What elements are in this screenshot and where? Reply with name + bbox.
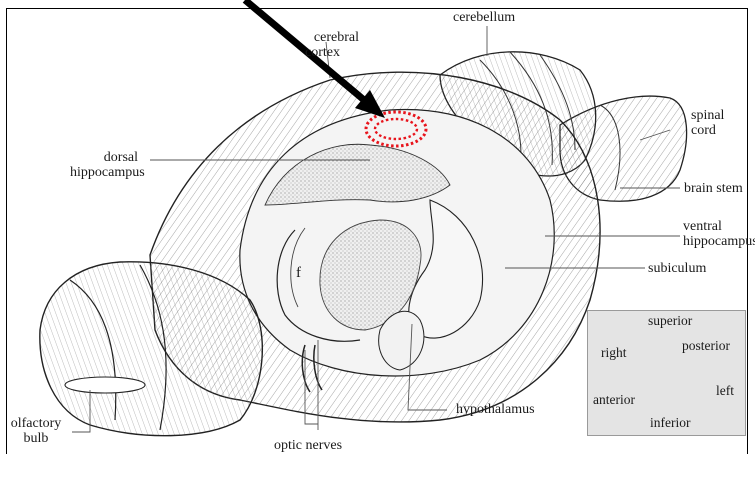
orientation-legend: superior right posterior anterior left i…	[587, 310, 746, 436]
label-cord-line: cord	[691, 123, 724, 138]
label-fornix: f	[296, 266, 301, 281]
legend-superior: superior	[648, 313, 692, 328]
label-spinal-line: spinal	[691, 108, 724, 123]
legend-anterior: anterior	[593, 392, 635, 407]
label-brain-stem: brain stem	[684, 181, 743, 196]
label-olfactory-line: olfactory	[6, 416, 66, 431]
label-olfactory-bulb: olfactory bulb	[6, 416, 66, 446]
legend-posterior: posterior	[682, 338, 730, 353]
label-spinal-cord: spinal cord	[691, 108, 724, 138]
legend-right: right	[601, 345, 627, 360]
label-bulb-line: bulb	[6, 431, 66, 446]
label-dorsal-line: dorsal	[70, 150, 138, 165]
label-optic-nerves: optic nerves	[274, 438, 342, 453]
label-ventral-hippocampus: ventral hippocampus	[683, 219, 755, 249]
label-cerebral-line: cerebral	[289, 30, 359, 45]
legend-left: left	[716, 383, 734, 398]
legend-inferior: inferior	[650, 415, 690, 430]
olfactory-bulb-shape	[40, 262, 262, 436]
label-hippocampus-line: hippocampus	[70, 165, 138, 180]
label-ventral-line: ventral	[683, 219, 755, 234]
label-hypothalamus: hypothalamus	[456, 402, 535, 417]
label-subiculum: subiculum	[648, 261, 706, 276]
label-cerebral-cortex: cerebral cortex	[289, 30, 359, 60]
label-dorsal-hippocampus: dorsal hippocampus	[70, 150, 138, 180]
label-cerebellum: cerebellum	[453, 10, 515, 25]
label-ventral-hippocampus-line: hippocampus	[683, 234, 755, 249]
label-cortex-line: cortex	[289, 45, 359, 60]
